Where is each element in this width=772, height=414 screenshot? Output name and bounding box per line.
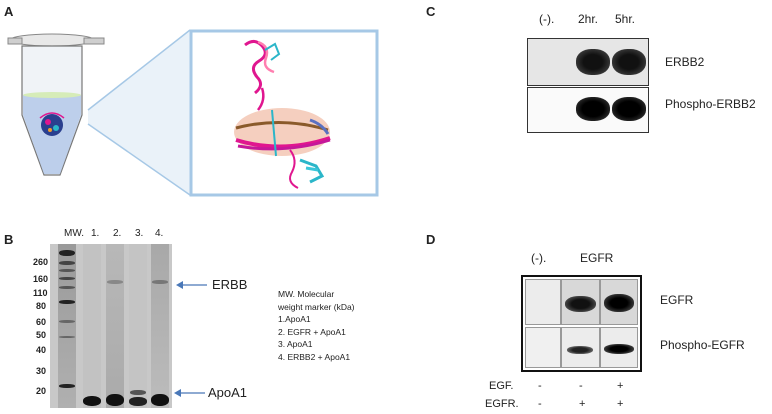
lane-label-4: 4. [155,228,164,239]
treatment-egfr-3: + [617,398,624,410]
legend-line: 3. ApoA1 [278,339,313,349]
treatment-label-egfr: EGFR. [485,398,519,410]
tube-icon [7,33,105,176]
gel-legend: MW. Molecular weight marker (kDa) 1.ApoA… [278,288,355,363]
zoom-wedge [88,30,190,195]
legend-line: MW. Molecular [278,289,335,299]
treatment-egf-2: - [579,380,583,392]
panel-c-row-erbb2: ERBB2 [665,55,705,69]
lane-label-2: 2. [113,228,122,239]
mw-marker-160: 160 [33,274,49,284]
panel-d-letter: D [426,232,436,247]
treatment-egfr-2: + [579,398,586,410]
mw-marker-50: 50 [36,330,47,340]
treatment-label-egf: EGF. [489,380,514,392]
panel-c-row-phospho-erbb2: Phospho-ERBB2 [665,97,756,111]
treatment-egf-3: + [617,380,624,392]
mw-marker-260: 260 [33,257,49,267]
apoa1-arrow-label: ApoA1 [208,385,248,400]
panel-a-letter: A [4,4,14,19]
panel-d-row-egfr: EGFR [660,293,694,307]
egfr-blot-frame [521,275,642,372]
treatment-egf-1: - [538,380,542,392]
apoa1-arrow-icon [174,389,205,397]
mw-marker-60: 60 [36,317,47,327]
legend-line: 2. EGFR + ApoA1 [278,326,346,337]
erbb-arrow-label: ERBB [212,277,248,292]
phospho-erbb2-blot [527,87,649,133]
lane-label-3: 3. [135,228,144,239]
lane-label-mw: MW. [64,228,84,239]
erbb2-blot [527,38,649,86]
legend-line: 1.ApoA1 [278,314,311,324]
legend-line: 4. ERBB2 + ApoA1 [278,351,351,362]
sds-page-gel [50,244,172,408]
panel-c-header-neg: (-). [539,12,555,26]
panel-d-header-egfr: EGFR [580,251,614,265]
panel-b-letter: B [4,232,14,247]
treatment-egfr-1: - [538,398,542,410]
mw-marker-80: 80 [36,301,47,311]
lane-label-1: 1. [91,228,100,239]
mw-marker-30: 30 [36,366,47,376]
panel-c-header-5hr: 5hr. [615,12,636,26]
nanodisc-structure-icon [234,40,331,189]
mw-marker-110: 110 [33,288,48,298]
erbb-arrow-icon [176,281,207,289]
panel-a-illustration [7,29,379,197]
legend-line: weight marker (kDa) [278,301,355,312]
panel-c-letter: C [426,4,436,19]
mw-marker-20: 20 [36,386,47,396]
panel-d-row-phospho-egfr: Phospho-EGFR [660,338,745,352]
panel-d-header-neg: (-). [531,251,547,265]
panel-c-header-2hr: 2hr. [578,12,599,26]
mw-marker-40: 40 [36,345,47,355]
